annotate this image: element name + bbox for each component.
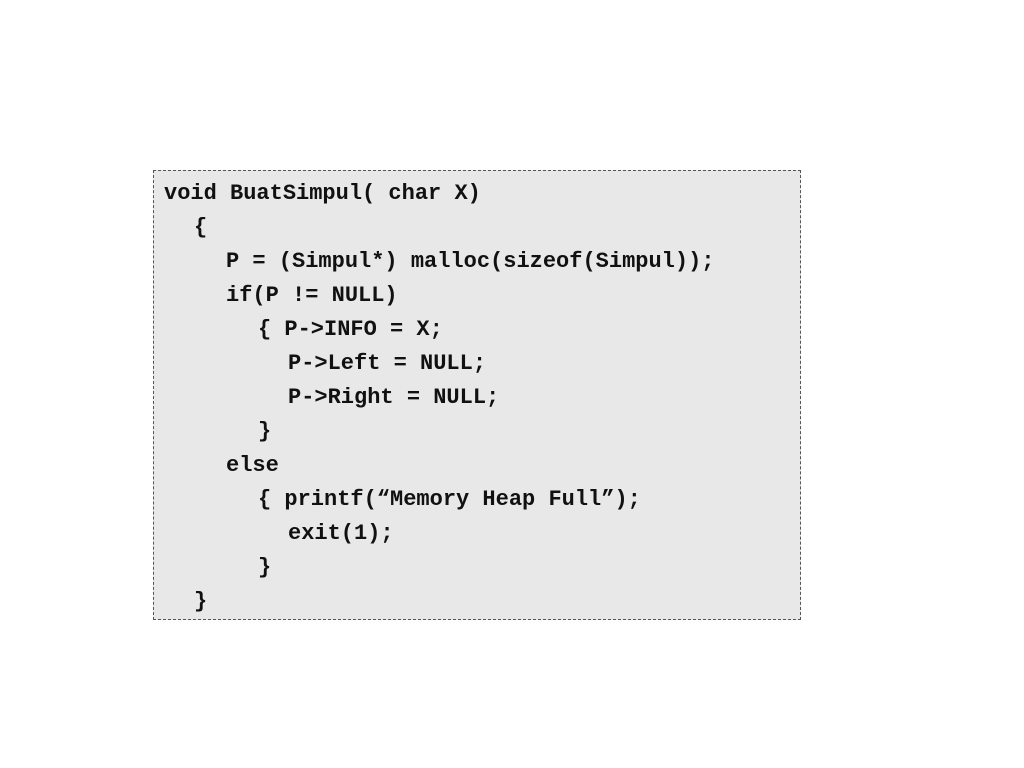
code-line-1: void BuatSimpul( char X) [164,181,481,206]
code-line-5: { P->INFO = X; [258,317,443,342]
code-line-12: } [258,555,272,580]
code-line-7: P->Right = NULL; [288,385,500,410]
code-line-10: { printf(“Memory Heap Full”); [258,487,641,512]
code-line-8: } [258,419,272,444]
code-line-4: if(P != NULL) [226,283,398,308]
code-line-13: } [194,589,208,614]
code-block: void BuatSimpul( char X) { P = (Simpul*)… [153,170,801,620]
code-line-9: else [226,453,279,478]
code-line-3: P = (Simpul*) malloc(sizeof(Simpul)); [226,249,715,274]
code-line-2: { [194,215,208,240]
code-line-11: exit(1); [288,521,394,546]
code-line-6: P->Left = NULL; [288,351,487,376]
